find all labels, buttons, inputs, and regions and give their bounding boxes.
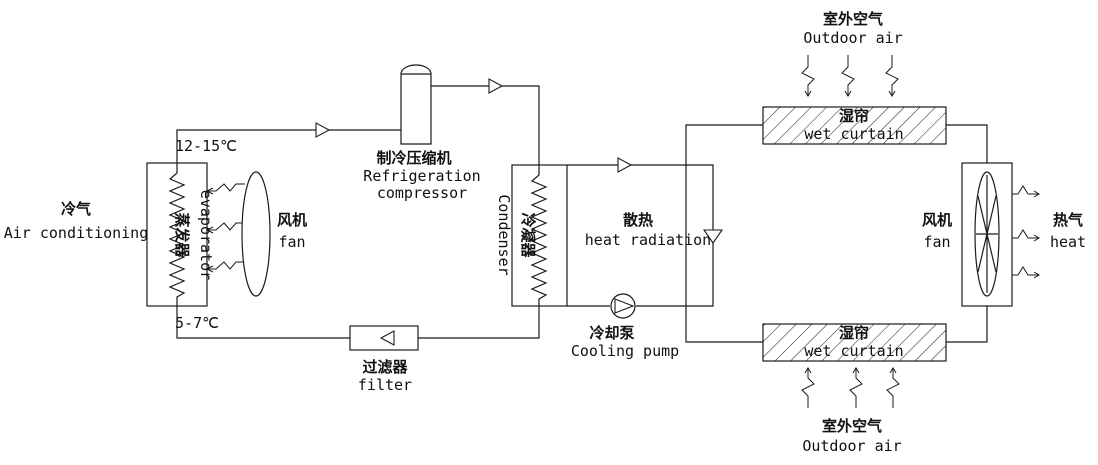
wet-curtain-bottom-label-en: wet curtain (804, 342, 903, 360)
labels: 12-15℃ 5-7℃ 冷气 Air conditioning 蒸发器 evap… (4, 10, 1086, 455)
wet-curtain-top (762, 106, 947, 145)
heat-radiation-label: 散热 (623, 211, 653, 229)
cooling-pump-label-en: Cooling pump (571, 342, 679, 360)
wet-curtain-top-label: 湿帘 (839, 107, 869, 125)
cooling-unit (685, 55, 1040, 408)
right-fan-label-en: fan (923, 233, 950, 251)
compressor (400, 64, 432, 145)
cooling-water-loop (567, 157, 724, 319)
wet-curtain-bottom (762, 323, 947, 362)
compressor-label-en-1: Refrigeration (363, 167, 480, 185)
filter-flow-arrow (379, 330, 395, 346)
condenser-label-en: Condenser (495, 194, 513, 275)
left-fan-air-arrows (205, 183, 245, 273)
hot-air-label-en: heat (1050, 233, 1086, 251)
flow-arrow-suction (315, 122, 331, 138)
temp-high-label: 12-15℃ (175, 137, 237, 155)
cold-air-label: 冷气 (61, 200, 91, 218)
pipe-compressor-to-condenser (428, 85, 540, 165)
right-fan-label: 风机 (922, 211, 952, 229)
compressor-label-en-2: compressor (377, 184, 467, 202)
left-fan-label: 风机 (277, 211, 307, 229)
cooling-pump-icon (610, 293, 636, 319)
temp-low-label: 5-7℃ (175, 314, 219, 332)
hot-air-outlet-arrows (1012, 185, 1040, 279)
evaporator (146, 162, 208, 307)
outdoor-air-bottom-label-en: Outdoor air (802, 437, 901, 455)
cold-air-label-en: Air conditioning (4, 224, 149, 242)
pipe-condenser-to-filter (418, 306, 540, 339)
evaporator-label-en: evaporator (197, 190, 215, 280)
flow-arrow-discharge (488, 78, 504, 94)
outdoor-air-top-label: 室外空气 (823, 10, 883, 28)
condenser (511, 164, 568, 307)
outdoor-air-bottom-label: 室外空气 (822, 417, 882, 435)
evaporator-box (146, 162, 208, 307)
wet-curtain-top-label-en: wet curtain (804, 125, 903, 143)
filter-label-en: filter (358, 376, 412, 394)
pipe-unit-left-side (685, 124, 763, 343)
outdoor-air-arrows-bottom (801, 367, 900, 408)
evaporator-coil (168, 163, 186, 306)
heat-radiation-label-en: heat radiation (585, 231, 711, 249)
compressor-icon (400, 64, 432, 145)
pipe-filter-to-evaporator (176, 306, 350, 339)
cooling-pump-label: 冷却泵 (589, 324, 634, 342)
left-fan (205, 171, 271, 297)
flow-arrow-heat-loop (617, 157, 633, 173)
hot-air-label: 热气 (1053, 211, 1083, 229)
flow-arrow-heat-loop-down (702, 229, 724, 244)
filter (349, 325, 419, 351)
refrigerant-loop (176, 78, 540, 346)
pipe-unit-bottom-right (946, 306, 988, 343)
compressor-label: 制冷压缩机 (376, 149, 451, 167)
left-fan-icon (241, 171, 271, 297)
condenser-coil (530, 165, 548, 306)
outdoor-air-top-label-en: Outdoor air (803, 29, 902, 47)
left-fan-label-en: fan (278, 233, 305, 251)
pipe-unit-top-right (946, 124, 988, 163)
filter-label: 过滤器 (362, 358, 408, 376)
outdoor-air-arrows-top (801, 55, 899, 97)
right-fan-icon (974, 171, 1000, 297)
wet-curtain-bottom-label: 湿帘 (839, 324, 869, 342)
condenser-label: 冷凝器 (519, 212, 537, 258)
evaporator-label: 蒸发器 (173, 212, 191, 258)
